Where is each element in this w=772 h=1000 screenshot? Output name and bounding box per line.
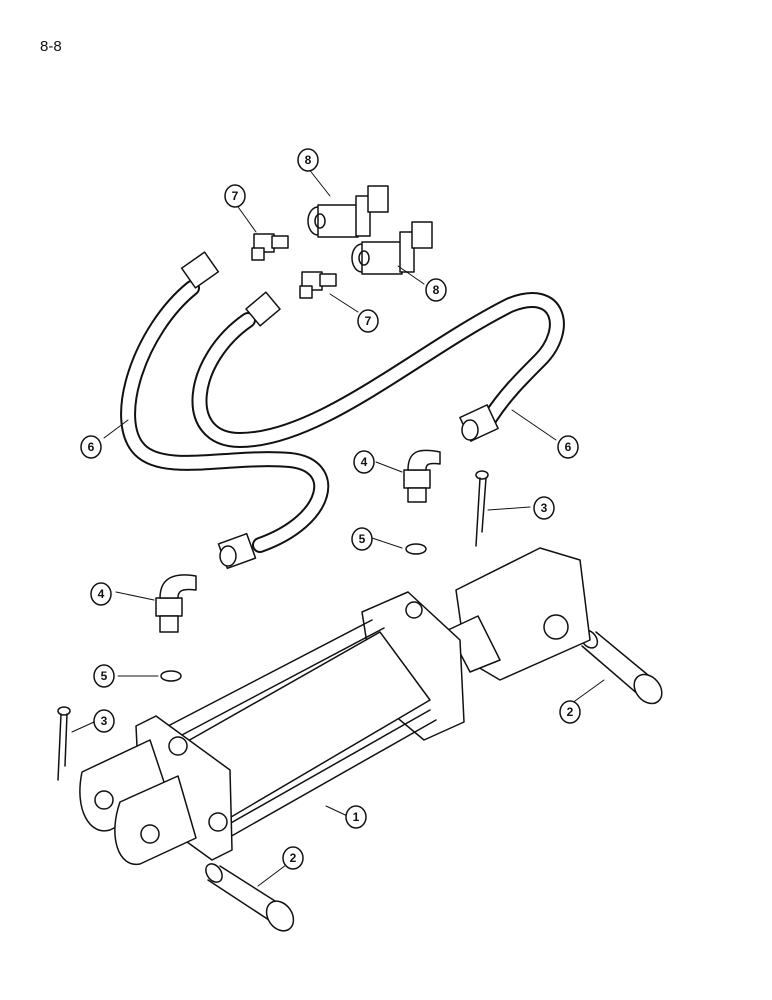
quick-coupler-upper <box>307 185 389 238</box>
callout-group: 1 2 2 3 3 4 4 5 5 6 6 7 7 8 8 <box>80 148 581 870</box>
callout-circle <box>353 450 375 474</box>
o-ring-upper <box>405 543 427 555</box>
callout-quick-coupler-upper: 8 <box>297 148 319 172</box>
callout-adapter-fitting-upper: 7 <box>224 184 246 208</box>
callout-circle <box>557 435 579 459</box>
callout-label: 6 <box>88 440 95 454</box>
adapter-fitting-lower <box>299 271 337 299</box>
callout-label: 1 <box>353 810 360 824</box>
callout-circle <box>425 278 447 302</box>
callout-label: 5 <box>359 532 366 546</box>
callout-circle <box>559 700 581 724</box>
callout-cotter-pin-left: 3 <box>93 709 115 733</box>
callout-circle <box>351 527 373 551</box>
cotter-pin-left <box>57 706 71 781</box>
callout-clevis-pin-right: 2 <box>559 700 581 724</box>
callout-circle <box>345 805 367 829</box>
callout-circle <box>93 664 115 688</box>
callout-circle <box>533 496 555 520</box>
page-number: 8-8 <box>40 38 62 55</box>
cotter-pin-right <box>475 470 489 547</box>
leader-lines <box>71 167 605 887</box>
clevis-pin-right <box>579 629 663 705</box>
callout-label: 2 <box>290 851 297 865</box>
callout-label: 5 <box>101 669 108 683</box>
callout-label: 4 <box>361 455 368 469</box>
callout-circle <box>282 846 304 870</box>
o-ring-lower <box>160 670 182 682</box>
hydraulic-cylinder <box>79 547 591 865</box>
callout-elbow-fitting-lower: 4 <box>90 582 112 606</box>
clevis-pin-bottom <box>205 863 295 932</box>
callout-clevis-pin-bottom: 2 <box>282 846 304 870</box>
callout-label: 2 <box>567 705 574 719</box>
hydraulic-hose-left <box>120 251 330 570</box>
callout-circle <box>93 709 115 733</box>
callout-label: 8 <box>305 153 312 167</box>
callout-circle <box>90 582 112 606</box>
callout-circle <box>357 309 379 333</box>
callout-elbow-fitting-upper: 4 <box>353 450 375 474</box>
callout-hydraulic-hose-left: 6 <box>80 435 102 459</box>
callout-quick-coupler-lower: 8 <box>425 278 447 302</box>
hydraulic-hose-right <box>191 291 565 448</box>
callout-o-ring-lower: 5 <box>93 664 115 688</box>
callout-circle <box>297 148 319 172</box>
callout-hydraulic-cylinder: 1 <box>345 805 367 829</box>
callout-label: 6 <box>565 440 572 454</box>
callout-label: 3 <box>541 501 548 515</box>
callout-circle <box>224 184 246 208</box>
quick-coupler-lower <box>351 221 433 275</box>
callout-label: 3 <box>101 714 108 728</box>
elbow-fitting-lower <box>155 574 197 633</box>
callout-circle <box>80 435 102 459</box>
elbow-fitting-upper <box>403 449 441 503</box>
callout-label: 4 <box>98 587 105 601</box>
callout-adapter-fitting-lower: 7 <box>357 309 379 333</box>
callout-o-ring-upper: 5 <box>351 527 373 551</box>
callout-cotter-pin-right: 3 <box>533 496 555 520</box>
callout-label: 8 <box>433 283 440 297</box>
callout-label: 7 <box>232 189 239 203</box>
adapter-fitting-upper <box>251 233 289 261</box>
callout-hydraulic-hose-right: 6 <box>557 435 579 459</box>
callout-label: 7 <box>365 314 372 328</box>
